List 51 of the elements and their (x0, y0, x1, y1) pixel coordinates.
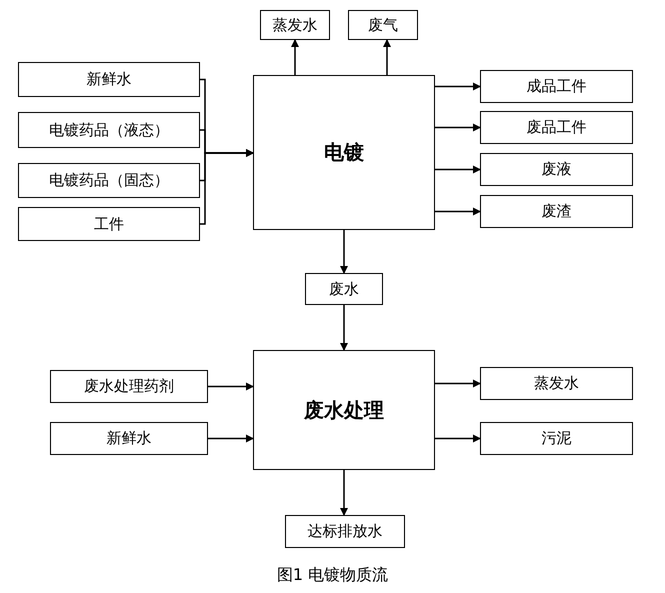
arrow (435, 82, 481, 90)
process-box (18, 163, 200, 198)
arrow (435, 166, 481, 174)
box-label: 废水 (329, 280, 359, 298)
arrow (291, 39, 299, 75)
box-label: 废水处理 (304, 396, 384, 424)
box-label: 蒸发水 (272, 16, 318, 34)
arrow (208, 434, 254, 442)
box-label: 废气 (368, 16, 398, 34)
box-label: 电镀药品（液态） (49, 120, 169, 140)
process-box (18, 112, 200, 148)
arrow (435, 124, 481, 132)
box-label: 成品工件 (526, 77, 586, 96)
box-label: 蒸发水 (534, 374, 579, 393)
process-box (50, 422, 208, 455)
process-box (348, 10, 418, 40)
process-box (18, 207, 200, 241)
arrow (383, 39, 391, 75)
process-box (480, 367, 633, 400)
process-box (480, 153, 633, 186)
box-label: 电镀 (324, 139, 364, 166)
box-label: 工件 (94, 214, 124, 234)
arrow (435, 380, 481, 388)
box-label: 污泥 (542, 429, 572, 448)
process-box (253, 350, 435, 470)
process-box (18, 62, 200, 97)
box-label: 电镀药品（固态） (49, 171, 169, 190)
process-box (480, 195, 633, 228)
process-box (50, 370, 208, 403)
process-box (480, 70, 633, 103)
box-label: 达标排放水 (308, 522, 382, 541)
arrow (435, 208, 481, 216)
arrow (340, 230, 348, 274)
box-label: 废品工件 (526, 118, 586, 137)
arrow (435, 434, 481, 442)
process-box (480, 111, 633, 144)
process-box (253, 75, 435, 230)
arrow (340, 470, 348, 516)
box-label: 新鲜水 (86, 70, 132, 89)
process-box (285, 515, 405, 548)
process-box (480, 422, 633, 455)
box-label: 废水处理药剂 (84, 377, 174, 396)
box-label: 新鲜水 (106, 429, 152, 448)
box-label: 废液 (542, 160, 572, 179)
figure-caption: 图1 电镀物质流 (276, 565, 388, 586)
arrow (208, 382, 254, 390)
process-box (305, 273, 383, 305)
arrow (200, 149, 254, 225)
arrow (340, 305, 348, 351)
process-box (260, 10, 330, 40)
box-label: 废渣 (542, 202, 572, 221)
